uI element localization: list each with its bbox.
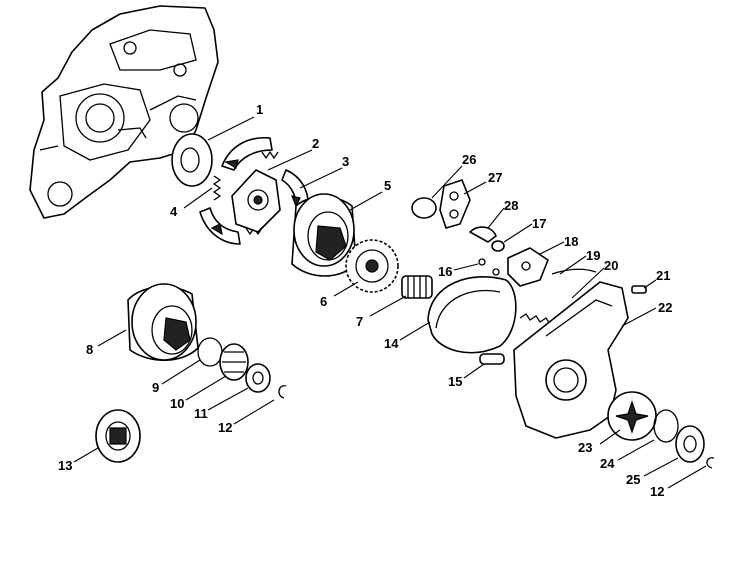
leader-18 (539, 241, 565, 255)
leader-12b (667, 465, 707, 489)
part-5-clutch-drum (291, 193, 357, 277)
callout-9: 9 (152, 380, 159, 395)
part-21-screw (631, 285, 647, 294)
leader-10 (185, 375, 227, 401)
callout-11: 11 (194, 406, 208, 421)
part-27-lever (439, 179, 471, 229)
part-19-spring (551, 268, 597, 275)
callout-4: 4 (170, 204, 178, 219)
clutch-carrier (231, 169, 281, 233)
callout-2: 2 (312, 136, 319, 151)
callout-8: 8 (86, 342, 93, 357)
callout-1: 1 (256, 102, 263, 117)
callout-14: 14 (384, 336, 399, 351)
callout-22: 22 (658, 300, 672, 315)
part-10-rim-sprocket (219, 343, 249, 381)
part-9-ring (197, 337, 223, 367)
leader-2 (267, 149, 313, 171)
leader-25 (643, 457, 679, 477)
part-25-washer (675, 425, 705, 463)
callout-25: 25 (626, 472, 640, 487)
part-7-needle-bearing (401, 275, 433, 299)
callout-26: 26 (462, 152, 476, 167)
leader-24 (617, 439, 655, 461)
callout-24: 24 (600, 456, 615, 471)
callout-17: 17 (532, 216, 546, 231)
leader-16 (453, 263, 479, 271)
callout-23: 23 (578, 440, 592, 455)
clutch-shoe-upper (221, 136, 273, 171)
callout-19: 19 (586, 248, 600, 263)
callout-18: 18 (564, 234, 578, 249)
leader-23 (599, 429, 621, 445)
callout-12a: 12 (218, 420, 232, 435)
part-12-e-clip-left (278, 385, 287, 399)
leader-22 (621, 307, 657, 327)
leader-5 (349, 191, 383, 211)
part-13-rim-sprocket (95, 409, 141, 463)
part-14-brake-band (427, 276, 517, 354)
part-15-pin (479, 353, 505, 365)
leader-14 (399, 321, 431, 341)
callout-13: 13 (58, 458, 72, 473)
callout-12b: 12 (650, 484, 664, 499)
leader-27 (463, 181, 487, 195)
crankcase-housing (29, 5, 219, 219)
leader-4 (183, 187, 213, 209)
part-6-sprocket (345, 239, 399, 293)
part-26-bushing (411, 197, 437, 219)
leader-11 (207, 387, 249, 411)
leader-9 (161, 359, 201, 385)
leader-3 (299, 167, 343, 189)
part-18-bracket (507, 247, 549, 287)
clutch-shoe-lower (199, 207, 241, 245)
leader-28 (487, 207, 505, 229)
leader-13 (73, 447, 99, 463)
leader-6 (333, 281, 359, 297)
leader-21 (643, 279, 657, 289)
part-16-pin (478, 258, 500, 276)
leader-12a (233, 399, 275, 425)
callout-28: 28 (504, 198, 518, 213)
part-11-washer (245, 363, 271, 393)
leader-lines (73, 116, 707, 489)
callout-labels: 1 2 3 4 5 6 7 8 9 10 11 12 13 14 15 16 1… (58, 102, 672, 499)
part-24-ring (653, 409, 679, 443)
callout-21: 21 (656, 268, 670, 283)
leader-1 (207, 116, 255, 141)
leader-7 (369, 295, 407, 317)
leader-17 (503, 223, 533, 243)
leader-15 (463, 363, 485, 379)
callout-5: 5 (384, 178, 391, 193)
callout-20: 20 (604, 258, 618, 273)
part-28-clip (469, 226, 497, 243)
callout-10: 10 (170, 396, 184, 411)
leader-8 (97, 329, 127, 347)
part-22-sprocket-cover (513, 281, 629, 439)
callout-15: 15 (448, 374, 462, 389)
part-8-rim-drum (127, 283, 199, 361)
callout-27: 27 (488, 170, 502, 185)
leader-26 (431, 165, 463, 199)
part-12-e-clip-right (706, 457, 715, 469)
callout-3: 3 (342, 154, 349, 169)
callout-6: 6 (320, 294, 327, 309)
part-1-washer (171, 133, 213, 187)
leader-19 (559, 255, 587, 275)
part-17-washer (491, 240, 505, 252)
callout-16: 16 (438, 264, 452, 279)
leader-20 (571, 267, 605, 299)
callout-7: 7 (356, 314, 363, 329)
